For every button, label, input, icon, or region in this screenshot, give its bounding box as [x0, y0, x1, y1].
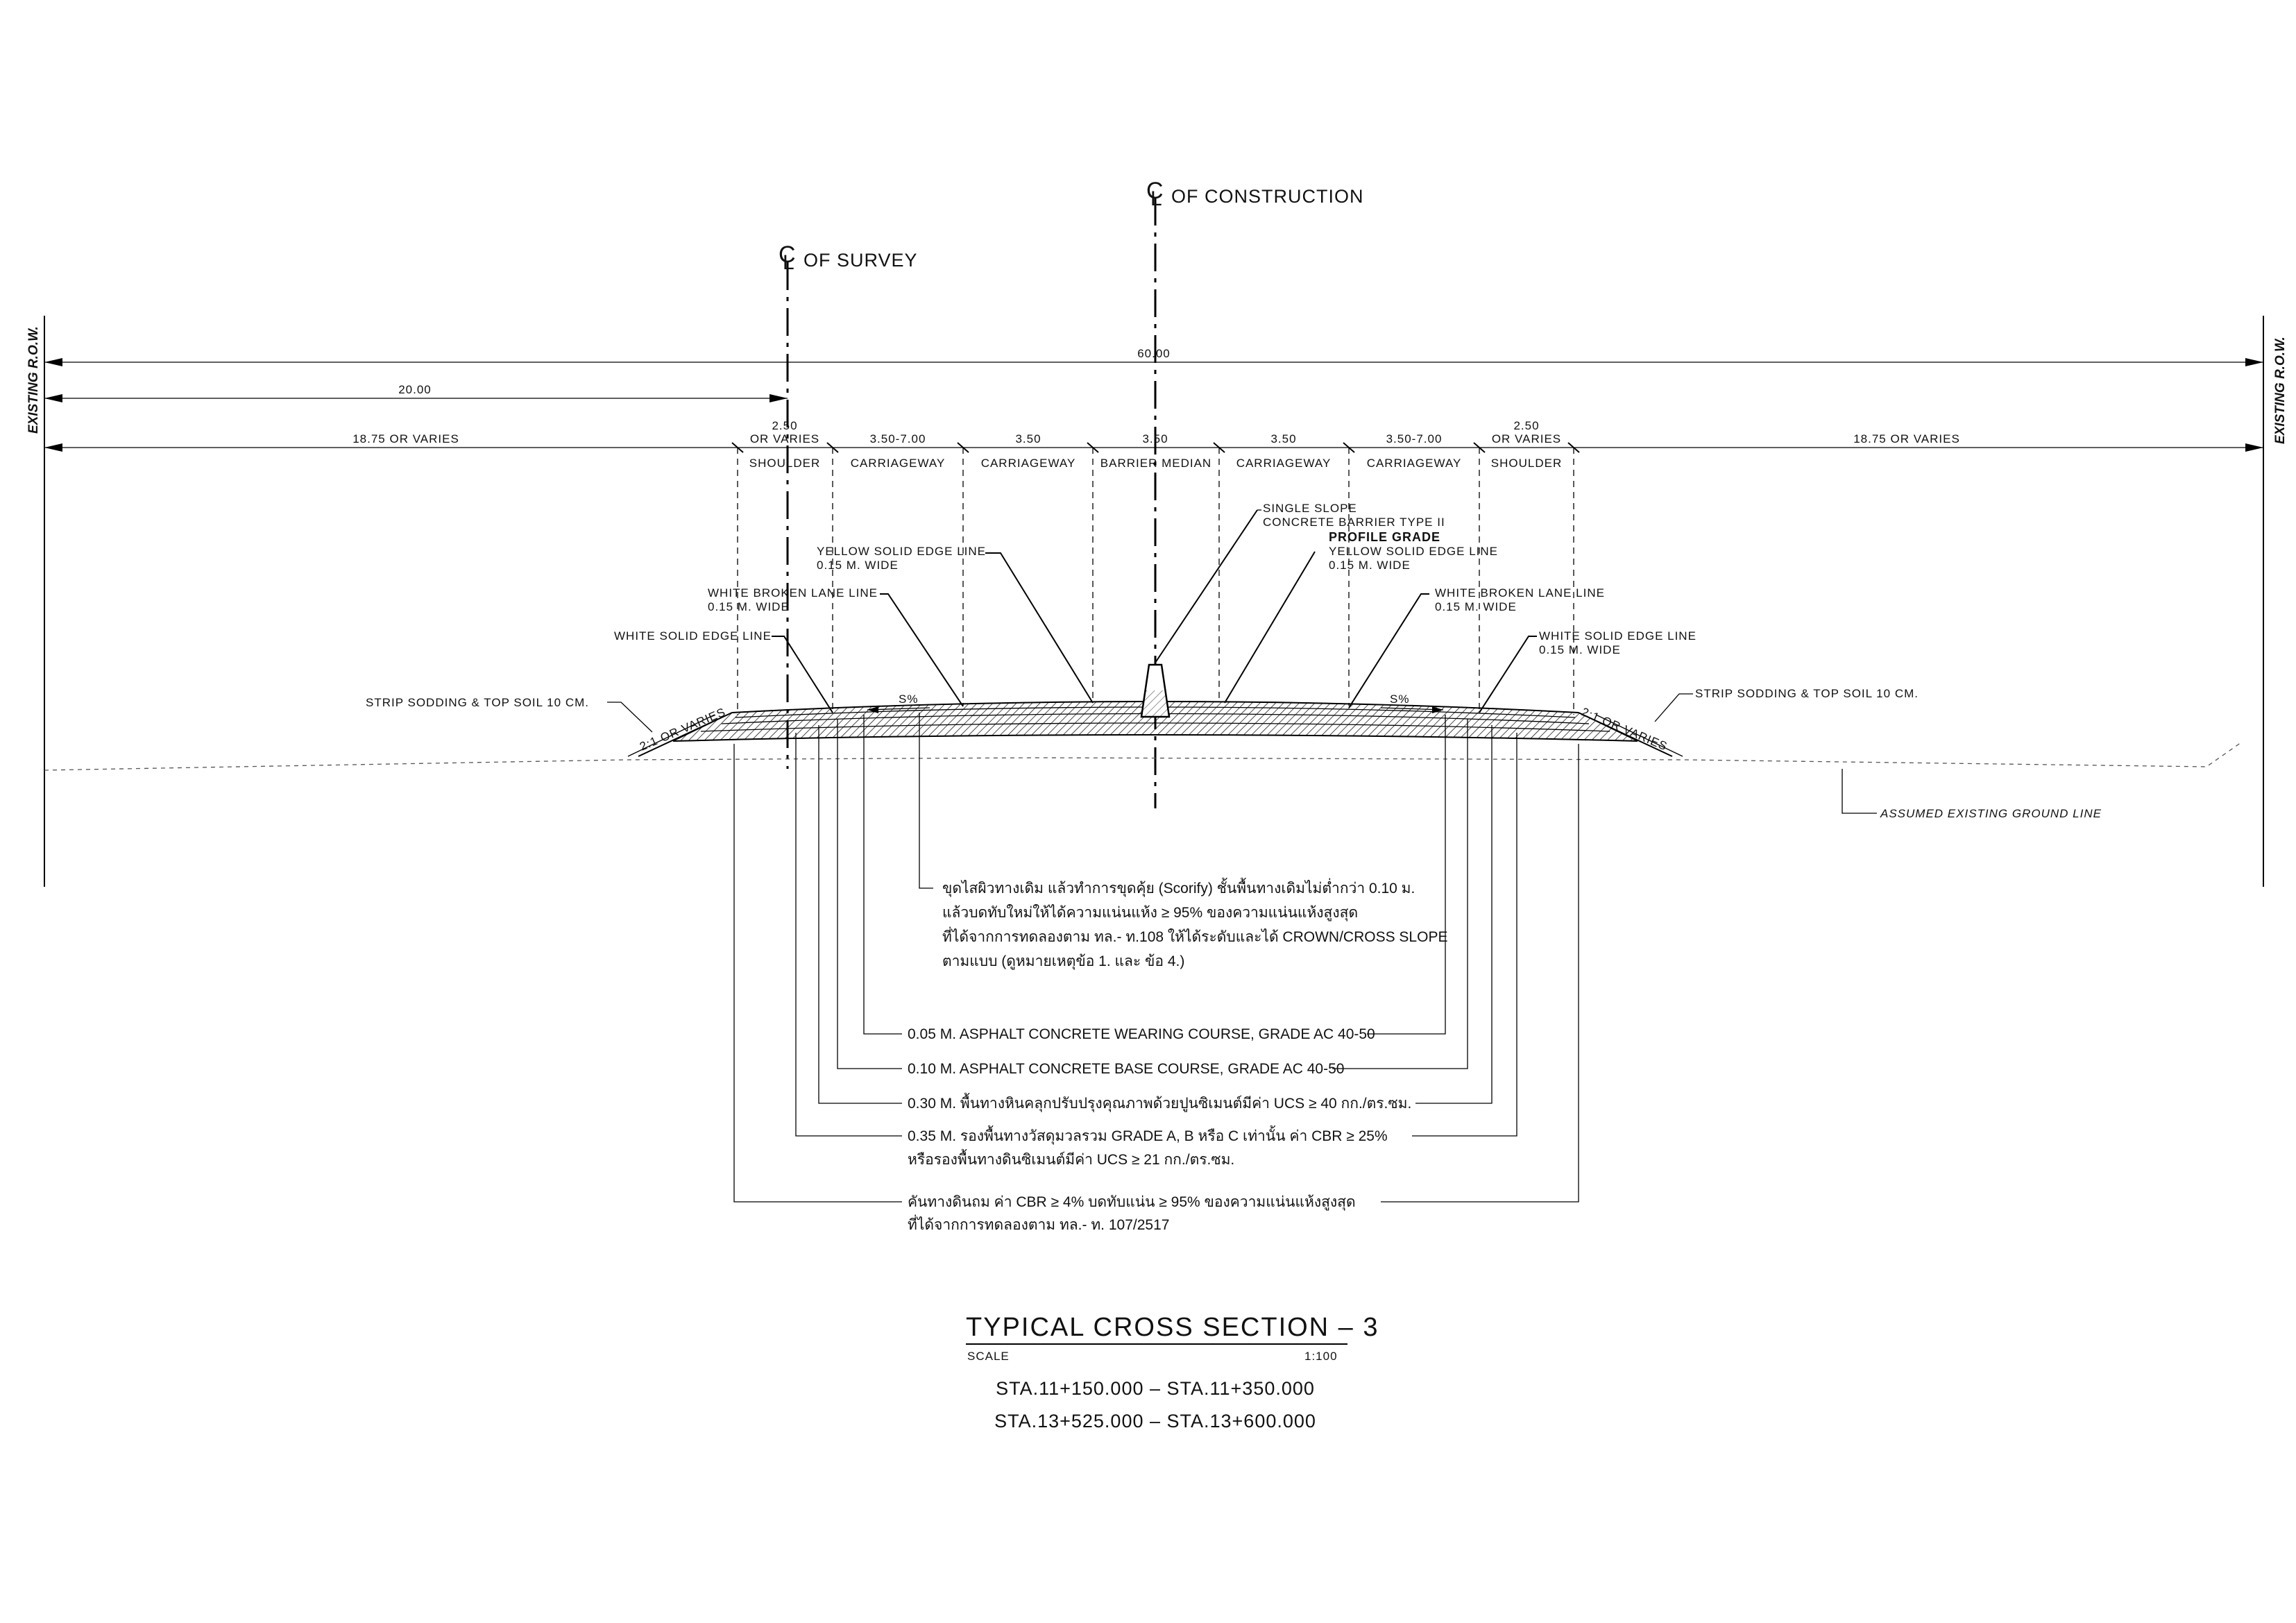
- white-broken-left-line2: 0.15 M. WIDE: [708, 600, 790, 613]
- label-carriageway: CARRIAGEWAY: [851, 457, 946, 470]
- scale-value: 1:100: [1304, 1350, 1338, 1363]
- row-label: EXISTING R.O.W.: [2273, 337, 2288, 444]
- cl-symbol-l: L: [783, 251, 794, 274]
- dim-segment: 3.50: [1270, 432, 1296, 445]
- callout-white-broken-right: WHITE BROKEN LANE LINE 0.15 M. WIDE: [1348, 586, 1605, 708]
- white-solid-right-line1: WHITE SOLID EDGE LINE: [1539, 629, 1697, 643]
- component-labels: SHOULDER CARRIAGEWAY CARRIAGEWAY BARRIER…: [749, 457, 1562, 470]
- white-broken-right-line1: WHITE BROKEN LANE LINE: [1435, 586, 1605, 600]
- station-range: STA.13+525.000 – STA.13+600.000: [994, 1411, 1316, 1431]
- layer-note-base: 0.10 M. ASPHALT CONCRETE BASE COURSE, GR…: [908, 1061, 1344, 1077]
- label-carriageway: CARRIAGEWAY: [981, 457, 1076, 470]
- row-left: EXISTING R.O.W.: [26, 316, 45, 887]
- dim-to-survey: 20.00: [398, 383, 432, 396]
- label-barrier-median: BARRIER MEDIAN: [1100, 457, 1211, 470]
- yellow-right-line2: 0.15 M. WIDE: [1329, 559, 1411, 572]
- survey-label: OF SURVEY: [803, 250, 918, 271]
- concrete-barrier: [1140, 663, 1171, 718]
- scarify-line: ตามแบบ (ดูหมายเหตุข้อ 1. และ ข้อ 4.): [942, 953, 1184, 970]
- layer-note-wearing: 0.05 M. ASPHALT CONCRETE WEARING COURSE,…: [908, 1026, 1375, 1042]
- dim-right-shoulder-width: 2.50: [1513, 419, 1539, 432]
- drawing-title: TYPICAL CROSS SECTION – 3: [966, 1313, 1379, 1342]
- barrier-line1: SINGLE SLOPE: [1263, 502, 1357, 515]
- dim-segment: 3.50-7.00: [870, 432, 926, 445]
- scale-label: SCALE: [967, 1350, 1010, 1363]
- cl-symbol-l: L: [1150, 187, 1162, 210]
- row-label: EXISTING R.O.W.: [26, 326, 41, 434]
- dim-segment: 3.50-7.00: [1386, 432, 1443, 445]
- existing-ground-line: ASSUMED EXISTING GROUND LINE: [44, 742, 2242, 820]
- crossfall-right: S%: [1380, 692, 1444, 713]
- cl-symbol: C: [779, 241, 796, 268]
- scarify-line: ขุดไสผิวทางเดิม แล้วทำการขุดคุ้ย (Scorif…: [942, 878, 1415, 897]
- cl-symbol: C: [1146, 178, 1164, 204]
- layer-note-embankment: คันทางดินถม ค่า CBR ≥ 4% บดทับแน่น ≥ 95%…: [908, 1194, 1356, 1211]
- crossfall-label: S%: [1390, 692, 1409, 706]
- dim-segment: 3.50: [1142, 432, 1168, 445]
- sodding-left-label: STRIP SODDING & TOP SOIL 10 CM.: [366, 696, 589, 709]
- crossfall-left: S%: [867, 692, 930, 713]
- label-shoulder: SHOULDER: [749, 457, 820, 470]
- layer-note-subbase-alt: หรือรองพื้นทางดินซิเมนต์มีค่า UCS ≥ 21 ก…: [908, 1149, 1234, 1168]
- component-separators: [737, 448, 1574, 715]
- scarify-line: ที่ได้จากการทดลองตาม ทล.- ท.108 ให้ได้ระ…: [942, 926, 1447, 945]
- construction-label: OF CONSTRUCTION: [1171, 186, 1364, 207]
- dim-total: 60.00: [1137, 347, 1171, 360]
- white-solid-right-line2: 0.15 M. WIDE: [1539, 643, 1621, 656]
- label-carriageway: CARRIAGEWAY: [1236, 457, 1332, 470]
- callout-white-solid-right: WHITE SOLID EDGE LINE 0.15 M. WIDE: [1479, 629, 1697, 713]
- callout-white-solid-left: WHITE SOLID EDGE LINE: [614, 629, 833, 713]
- yellow-left-line1: YELLOW SOLID EDGE LINE: [817, 545, 986, 558]
- station-range: STA.11+150.000 – STA.11+350.000: [996, 1378, 1315, 1399]
- layer-note-subbase: 0.35 M. รองพื้นทางวัสดุมวลรวม GRADE A, B…: [908, 1125, 1388, 1145]
- layer-notes: 0.05 M. ASPHALT CONCRETE WEARING COURSE,…: [908, 1026, 1411, 1233]
- yellow-left-line2: 0.15 M. WIDE: [817, 559, 899, 572]
- yellow-right-line1: YELLOW SOLID EDGE LINE: [1329, 545, 1498, 558]
- callout-yellow-right: YELLOW SOLID EDGE LINE 0.15 M. WIDE: [1224, 545, 1498, 704]
- dim-segment: 3.50: [1015, 432, 1041, 445]
- layer-note-embankment-test: ที่ได้จากการทดลองตาม ทล.- ท. 107/2517: [908, 1214, 1169, 1233]
- sodding-right-label: STRIP SODDING & TOP SOIL 10 CM.: [1695, 687, 1919, 700]
- callout-sodding-right: STRIP SODDING & TOP SOIL 10 CM.: [1654, 687, 1919, 722]
- profile-grade-label: PROFILE GRADE: [1329, 530, 1440, 544]
- callout-yellow-left: YELLOW SOLID EDGE LINE 0.15 M. WIDE: [817, 545, 1094, 704]
- callout-profile-grade: PROFILE GRADE: [1329, 530, 1440, 544]
- layer-leaders: [733, 713, 1579, 1203]
- dim-right-outer: 18.75 OR VARIES: [1853, 432, 1960, 445]
- title-block: TYPICAL CROSS SECTION – 3 SCALE 1:100 ST…: [966, 1313, 1379, 1431]
- ground-line-label: ASSUMED EXISTING GROUND LINE: [1880, 807, 2102, 820]
- dimension-to-survey: 20.00: [44, 383, 788, 402]
- dim-left-shoulder-width: 2.50: [772, 419, 797, 432]
- dim-left-shoulder-varies: OR VARIES: [750, 432, 819, 445]
- callout-white-broken-left: WHITE BROKEN LANE LINE 0.15 M. WIDE: [708, 586, 964, 707]
- dim-right-shoulder-varies: OR VARIES: [1492, 432, 1561, 445]
- callout-barrier: SINGLE SLOPE CONCRETE BARRIER TYPE II: [1155, 502, 1445, 663]
- dimension-total: 60.00: [44, 347, 2263, 366]
- barrier-line2: CONCRETE BARRIER TYPE II: [1263, 516, 1445, 529]
- scarify-line: แล้วบดทับใหม่ให้ได้ความแน่นแห้ง ≥ 95% ขอ…: [942, 904, 1358, 921]
- dimension-chain: 18.75 OR VARIES 2.50 OR VARIES 3.50-7.00…: [44, 419, 2263, 453]
- row-right: EXISTING R.O.W.: [2263, 316, 2288, 887]
- white-broken-right-line2: 0.15 M. WIDE: [1435, 600, 1517, 613]
- label-shoulder: SHOULDER: [1491, 457, 1562, 470]
- dim-left-outer: 18.75 OR VARIES: [352, 432, 459, 445]
- label-carriageway: CARRIAGEWAY: [1367, 457, 1462, 470]
- crossfall-label: S%: [899, 692, 918, 706]
- centerline-survey: C OF SURVEY L: [779, 241, 918, 769]
- white-solid-left-label: WHITE SOLID EDGE LINE: [614, 629, 772, 643]
- scarify-note: ขุดไสผิวทางเดิม แล้วทำการขุดคุ้ย (Scorif…: [942, 878, 1447, 970]
- white-broken-left-line1: WHITE BROKEN LANE LINE: [708, 586, 878, 600]
- layer-note-cement-base: 0.30 M. พื้นทางหินคลุกปรับปรุงคุณภาพด้วย…: [908, 1093, 1411, 1112]
- callout-sodding-left: STRIP SODDING & TOP SOIL 10 CM.: [366, 696, 653, 733]
